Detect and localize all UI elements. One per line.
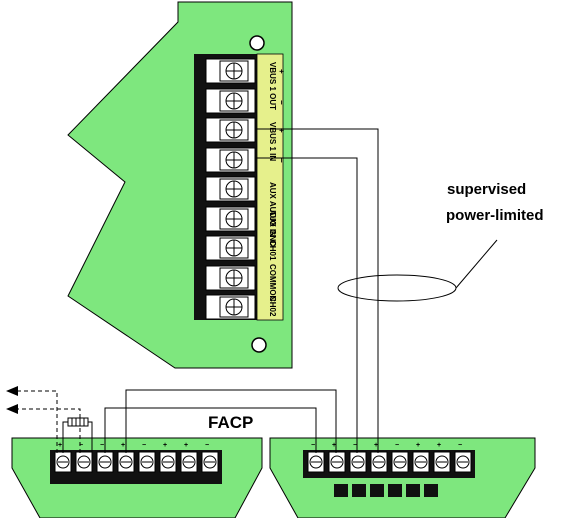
facp-right-polarity-labels: − + − + − + + − bbox=[311, 442, 462, 449]
screw-terminal bbox=[117, 451, 135, 473]
polarity-label: − bbox=[205, 442, 209, 449]
polarity-label: + bbox=[58, 442, 62, 449]
module-label-strip bbox=[256, 53, 284, 321]
terminal-label-ch02: CH02 bbox=[268, 296, 277, 317]
dashed-arrows bbox=[14, 390, 81, 453]
screw-terminal bbox=[307, 451, 325, 473]
screw-terminal bbox=[205, 206, 256, 232]
wires bbox=[62, 128, 379, 453]
eol-resistor bbox=[67, 417, 89, 427]
polarity-label: − bbox=[395, 442, 399, 449]
terminal-label-aux-gnd: AUX GND bbox=[268, 210, 277, 247]
screw-terminal bbox=[180, 451, 198, 473]
facp-right-screws bbox=[307, 451, 472, 473]
terminal-label-vbus1-out: VBUS 1 OUT bbox=[268, 62, 277, 110]
facp-right-leds bbox=[334, 484, 438, 497]
wire-vbus-in-plus bbox=[256, 128, 379, 453]
callout-power-limited: power-limited bbox=[446, 207, 544, 224]
terminal-polarity: + bbox=[277, 128, 286, 133]
screw-terminal bbox=[433, 451, 451, 473]
polarity-label: + bbox=[184, 442, 188, 449]
module-screws bbox=[205, 58, 256, 320]
screw-terminal bbox=[201, 451, 219, 473]
screw-terminal bbox=[138, 451, 156, 473]
mounting-hole bbox=[249, 35, 265, 51]
facp-left-polarity-labels: + − − + − + + − bbox=[58, 442, 209, 449]
facp-label: FACP bbox=[208, 413, 253, 432]
status-led bbox=[370, 484, 384, 497]
status-led bbox=[334, 484, 348, 497]
polarity-label: + bbox=[416, 442, 420, 449]
polarity-label: − bbox=[311, 442, 315, 449]
callout-supervised: supervised bbox=[447, 181, 526, 198]
polarity-label: − bbox=[100, 442, 104, 449]
screw-terminal bbox=[205, 147, 256, 173]
wire-bundle-ellipse bbox=[337, 274, 457, 302]
terminal-label-ch01: CH01 bbox=[268, 240, 277, 261]
terminal-label-common: COMMON bbox=[268, 264, 277, 302]
screw-terminal bbox=[75, 451, 93, 473]
dashed-line-lower bbox=[14, 408, 81, 453]
screw-terminal bbox=[205, 235, 256, 261]
screw-terminal bbox=[205, 294, 256, 320]
mounting-hole bbox=[251, 337, 267, 353]
screw-terminal bbox=[454, 451, 472, 473]
status-led bbox=[388, 484, 402, 497]
screw-terminal bbox=[349, 451, 367, 473]
wire-facp-2 bbox=[104, 407, 317, 453]
screw-terminal bbox=[412, 451, 430, 473]
status-led bbox=[406, 484, 420, 497]
arrow-left-icon bbox=[6, 386, 18, 396]
screw-terminal bbox=[159, 451, 177, 473]
terminal-polarity: + bbox=[277, 69, 286, 74]
wire-vbus-in-minus bbox=[256, 157, 358, 453]
polarity-label: + bbox=[332, 442, 336, 449]
module-terminal-labels: VBUS 1 OUT + − VBUS 1 IN + − AUX AUDIO I… bbox=[268, 62, 286, 317]
screw-terminal bbox=[205, 265, 256, 291]
terminal-polarity: − bbox=[277, 158, 286, 163]
facp-left-screws bbox=[54, 451, 219, 473]
wire-facp-1 bbox=[125, 389, 337, 453]
screw-terminal bbox=[54, 451, 72, 473]
screw-terminal bbox=[205, 176, 256, 202]
arrow-left-icon bbox=[6, 404, 18, 414]
polarity-label: − bbox=[353, 442, 357, 449]
status-led bbox=[352, 484, 366, 497]
callout-leader bbox=[455, 239, 498, 289]
screw-terminal bbox=[205, 117, 256, 143]
polarity-label: + bbox=[437, 442, 441, 449]
screw-terminal bbox=[205, 58, 256, 84]
terminal-polarity: − bbox=[277, 100, 286, 105]
polarity-label: − bbox=[458, 442, 462, 449]
polarity-label: + bbox=[374, 442, 378, 449]
polarity-label: − bbox=[142, 442, 146, 449]
screw-terminal bbox=[370, 451, 388, 473]
status-led bbox=[424, 484, 438, 497]
screw-terminal bbox=[96, 451, 114, 473]
screw-terminal bbox=[205, 88, 256, 114]
polarity-label: − bbox=[79, 442, 83, 449]
polarity-label: + bbox=[163, 442, 167, 449]
terminal-label-vbus1-in: VBUS 1 IN bbox=[268, 122, 277, 161]
terminal-label-aux-audio-in: AUX AUDIO IN bbox=[268, 182, 277, 237]
screw-terminal bbox=[328, 451, 346, 473]
polarity-label: + bbox=[121, 442, 125, 449]
screw-terminal bbox=[391, 451, 409, 473]
